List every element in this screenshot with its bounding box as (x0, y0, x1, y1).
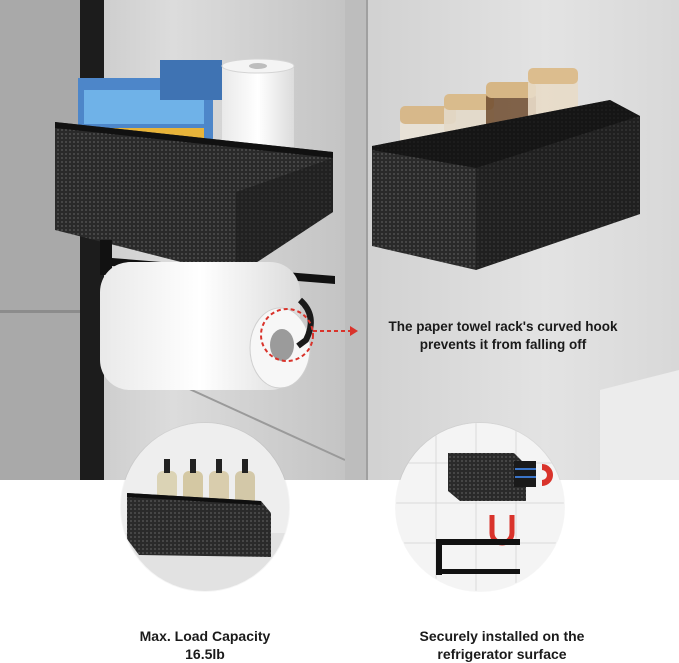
magnetic-mount-thumbnail (396, 423, 564, 591)
hook-callout-line-1: The paper towel rack's curved hook (388, 319, 618, 334)
refrigerator-scene (0, 0, 679, 480)
install-caption-line-1: Securely installed on the (419, 628, 585, 644)
install-caption: Securely installed on the refrigerator s… (392, 627, 612, 663)
hook-callout: The paper towel rack's curved hook preve… (358, 318, 648, 354)
hook-highlight-circle (260, 308, 314, 362)
spice-basket (127, 493, 271, 557)
mini-basket (448, 453, 526, 501)
hook-callout-line-2: prevents it from falling off (419, 337, 587, 352)
towel-bar (436, 539, 520, 545)
install-caption-line-2: refrigerator surface (437, 646, 567, 662)
load-capacity-value: 16.5lb (185, 646, 225, 662)
load-capacity-thumbnail (121, 423, 289, 591)
load-capacity-caption: Max. Load Capacity 16.5lb (95, 627, 315, 663)
magnet-icon (541, 464, 553, 486)
paper-towel-roll (100, 262, 300, 390)
load-capacity-label: Max. Load Capacity (139, 628, 271, 644)
hero-scene: The paper towel rack's curved hook preve… (0, 0, 679, 480)
